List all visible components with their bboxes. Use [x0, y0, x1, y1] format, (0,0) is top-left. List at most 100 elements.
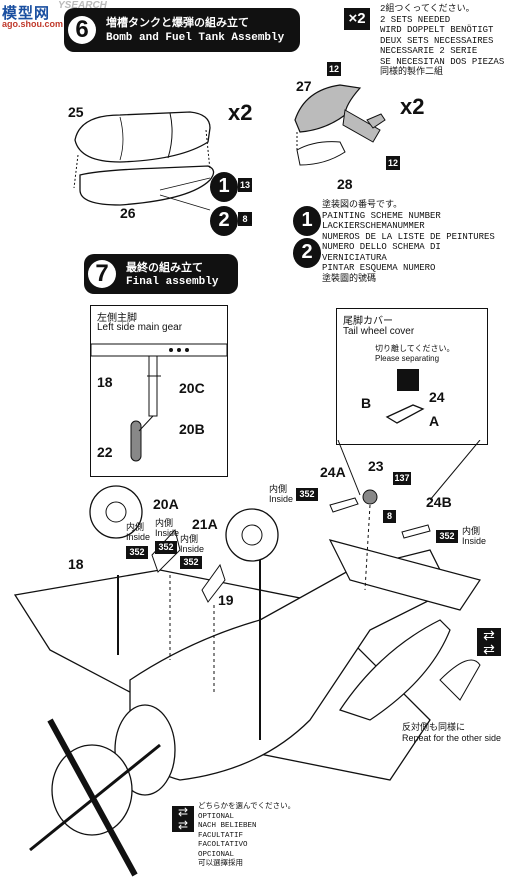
left-gear-part-20b: 20B	[179, 421, 205, 437]
part-21a: 21A	[192, 516, 218, 532]
bomb-part-27: 27	[296, 78, 312, 94]
color-352-b: 352	[436, 530, 458, 543]
painting-legend-2: 2	[293, 238, 321, 268]
painting-line: 塗装図の番号です。	[322, 200, 403, 210]
other-side-jp: 反対側も同様に	[402, 722, 466, 732]
painting-line: LACKIERSCHEMANUMMER	[322, 221, 425, 231]
inside-jp-1: 内側	[269, 484, 288, 494]
inside-jp-2: 内側	[462, 526, 481, 536]
aircraft-drawing	[13, 485, 481, 877]
sets-line: DEUX SETS NECESSAIRES	[380, 35, 494, 46]
sets-line: WIRD DOPPELT BENÖTIGT	[380, 25, 494, 35]
step6-title-jp: 増槽タンクと爆弾の組み立て	[106, 17, 249, 29]
left-gear-title-en: Left side main gear	[97, 322, 183, 333]
optional-line: OPTIONAL	[198, 812, 235, 821]
part-24b: 24B	[426, 494, 452, 510]
bomb-drawing	[294, 84, 386, 166]
color-137: 137	[393, 472, 411, 485]
tail-cover-box: 尾脚カバー Tail wheel cover 切り離してください。 Please…	[336, 308, 488, 445]
watermark-ysearch: YSEARCH	[58, 0, 107, 11]
step7-title-jp: 最終の組み立て	[126, 262, 203, 274]
left-gear-part-18: 18	[97, 374, 113, 390]
tank-color-8: 8	[238, 212, 252, 226]
optional-line: どちらかを選んでください。	[198, 803, 296, 811]
sets-line: 2組つくってください。	[380, 4, 475, 14]
tail-cover-drawing	[385, 404, 425, 424]
tank-multiplier: x2	[228, 100, 253, 125]
tail-cover-cut-jp: 切り離してください。	[375, 344, 455, 353]
optional-text: どちらかを選んでください。 OPTIONAL NACH BELIEBEN FAC…	[198, 803, 295, 870]
tank-part-26: 26	[120, 205, 136, 221]
left-gear-drawing	[91, 343, 227, 462]
painting-line: NUMERO DELLO SCHEMA DI VERNICIATURA	[322, 242, 441, 263]
tail-cover-cut-en: Please separating	[375, 354, 440, 363]
step7-number: 7	[88, 260, 116, 288]
painting-line: NUMEROS DE LA LISTE DE PEINTURES	[322, 231, 495, 242]
optional-line: OPCIONAL	[198, 850, 235, 859]
tail-cover-title-jp: 尾脚カバー	[343, 316, 393, 327]
tank-scheme-2: 2	[210, 206, 238, 236]
tank-color-13: 13	[238, 178, 252, 192]
color-352-a: 352	[296, 488, 318, 501]
sets-needed-badge: ×2	[344, 8, 370, 30]
step6-header: 6 増槽タンクと爆弾の組み立て Bomb and Fuel Tank Assem…	[64, 8, 300, 52]
inside-jp-4: 内側	[180, 534, 199, 544]
tail-cover-part-a: A	[429, 413, 440, 429]
callout-lines	[337, 440, 481, 501]
optional-line: FACULTATIF	[198, 831, 244, 840]
inside-en-4: Inside	[180, 544, 205, 554]
inside-en-1: Inside	[269, 494, 294, 504]
color-352-e: 352	[126, 546, 148, 559]
watermark-site: ago.shou.com	[2, 19, 64, 29]
cut-icon	[397, 369, 419, 391]
optional-arrows-icon: ⇄⇄	[172, 806, 194, 832]
part-19: 19	[218, 592, 234, 608]
sets-line: NECESSARIE 2 SERIE	[380, 46, 478, 56]
fuel-tank-drawing	[73, 111, 215, 211]
part-23: 23	[368, 458, 384, 474]
part-18-main: 18	[68, 556, 84, 572]
left-gear-box: 左側主脚 Left side main gear 18 20C 20B 22	[90, 305, 228, 477]
left-gear-part-20c: 20C	[179, 380, 205, 396]
step7-header: 7 最終の組み立て Final assembly	[84, 254, 238, 294]
tail-cover-title-en: Tail wheel cover	[343, 326, 415, 337]
inside-en-2: Inside	[462, 536, 487, 546]
color-352-c: 352	[155, 541, 177, 554]
tail-cover-part-b: B	[361, 395, 372, 411]
sets-line: SE NECESITAN DOS PIEZAS	[380, 56, 505, 67]
painting-line: PAINTING SCHEME NUMBER	[322, 210, 441, 221]
step7-title-en: Final assembly	[126, 276, 219, 288]
watermark: 模型网 ago.shou.com YSEARCH	[0, 0, 150, 30]
tank-part-25: 25	[68, 104, 84, 120]
painting-legend-1: 1	[293, 206, 321, 236]
optional-line: FACOLTATIVO	[198, 841, 248, 849]
optional-line: 可以選擇採用	[198, 860, 243, 868]
sets-line: 同様的製作二組	[380, 67, 444, 77]
optional-line: NACH BELIEBEN	[198, 822, 257, 830]
bomb-multiplier: x2	[400, 94, 425, 119]
other-side-arrows-icon: ⇄⇄	[477, 628, 501, 656]
color-8: 8	[383, 510, 396, 523]
other-side-en: Repeat for the other side	[402, 733, 502, 743]
inside-en-3: Inside	[155, 528, 180, 538]
bomb-part-28: 28	[337, 176, 353, 192]
sets-needed-text: 2組つくってください。 2 SETS NEEDED WIRD DOPPELT B…	[380, 4, 505, 78]
inside-jp-5: 内側	[126, 522, 145, 532]
left-gear-title-jp: 左側主脚	[97, 313, 137, 324]
inside-en-5: Inside	[126, 532, 151, 542]
color-352-d: 352	[180, 556, 202, 569]
sets-line: 2 SETS NEEDED	[380, 14, 451, 25]
part-20a: 20A	[153, 496, 179, 512]
painting-line: PINTAR ESQUEMA NUMERO	[322, 263, 436, 273]
painting-legend-text: 塗装図の番号です。 PAINTING SCHEME NUMBER LACKIER…	[322, 200, 507, 284]
step6-title-en: Bomb and Fuel Tank Assembly	[106, 32, 285, 44]
left-gear-part-22: 22	[97, 444, 113, 460]
bomb-color-top: 12	[327, 62, 341, 76]
step6-number: 6	[68, 16, 96, 44]
part-24a: 24A	[320, 464, 346, 480]
bomb-color-bottom: 12	[386, 156, 400, 170]
painting-line: 塗裝圖的號碼	[322, 273, 377, 284]
tail-cover-part-24: 24	[429, 389, 445, 405]
inside-jp-3: 内側	[155, 518, 174, 528]
tank-scheme-1: 1	[210, 172, 238, 202]
